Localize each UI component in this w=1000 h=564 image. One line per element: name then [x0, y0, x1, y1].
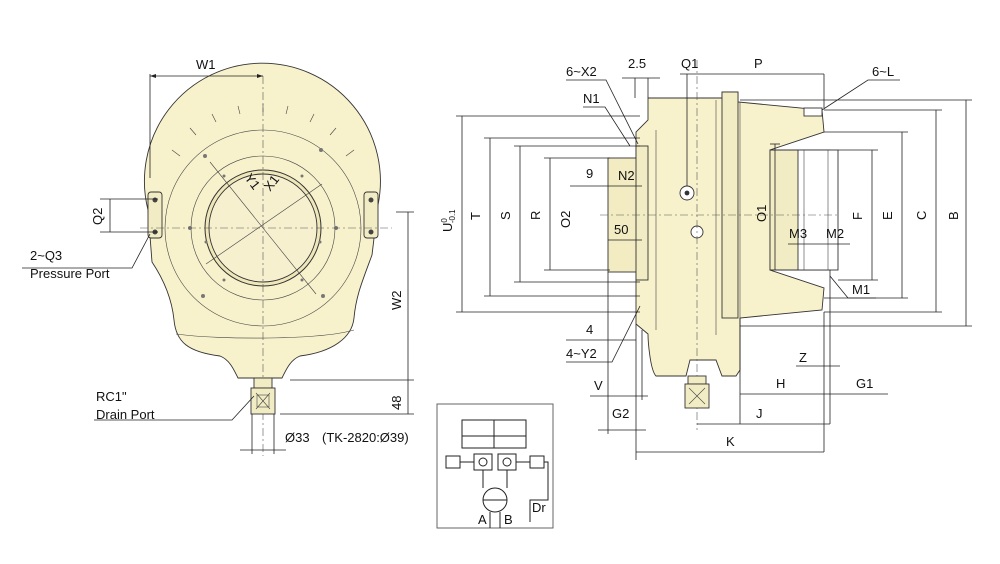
- label-o2: O2: [558, 211, 573, 228]
- dim-right: [740, 99, 972, 327]
- label-f: F: [850, 212, 865, 220]
- label-t: T: [468, 212, 483, 220]
- front-lower-band: [175, 329, 355, 339]
- label-l: 6~L: [872, 64, 894, 79]
- hydraulic-schematic: A B Dr: [436, 403, 554, 529]
- label-n1: N1: [583, 91, 600, 106]
- pressure-port-leader: [22, 233, 151, 269]
- label-b-port: B: [504, 512, 513, 527]
- label-q2: Q2: [90, 208, 105, 225]
- side-flange: [721, 91, 739, 319]
- m1-leader: [829, 275, 876, 299]
- side-bore-lip: [635, 145, 649, 281]
- label-drain-diameter: Ø33: [285, 430, 310, 445]
- label-dr: Dr: [532, 500, 546, 515]
- label-drain-diameter-note: (TK-2820:Ø39): [322, 430, 409, 445]
- drain-fitting: [250, 377, 276, 415]
- label-a: A: [478, 512, 487, 527]
- side-drain: [684, 375, 710, 409]
- label-2-5: 2.5: [628, 56, 646, 71]
- label-c: C: [914, 211, 929, 220]
- label-w1: W1: [196, 57, 216, 72]
- side-bolt: [803, 107, 823, 117]
- dim-left: [456, 115, 640, 313]
- label-pressure-port-count: 2~Q3: [30, 248, 62, 263]
- dim-w1: [149, 74, 263, 178]
- x1-line: [209, 161, 317, 295]
- label-9: 9: [586, 166, 593, 181]
- l-leader: [821, 79, 900, 111]
- front-bolt-holes: [188, 148, 338, 298]
- dim-w2: [280, 211, 414, 415]
- label-s: S: [498, 211, 513, 220]
- label-b: B: [946, 211, 961, 220]
- label-g1: G1: [856, 376, 873, 391]
- port-dot-1: [684, 190, 690, 196]
- schematic-check-1: [478, 457, 488, 467]
- y1-line: [205, 183, 323, 265]
- schematic-line-dr: [529, 461, 549, 522]
- label-u: U0-0.1: [440, 209, 457, 232]
- label-k: K: [726, 434, 735, 449]
- label-n2: N2: [618, 168, 635, 183]
- label-j: J: [756, 406, 763, 421]
- label-drain-name: Drain Port: [96, 407, 155, 422]
- front-port-bosses: [147, 191, 379, 239]
- label-m3: M3: [789, 226, 807, 241]
- label-48: 48: [389, 396, 404, 410]
- label-w2: W2: [389, 291, 404, 311]
- label-q1: Q1: [681, 56, 698, 71]
- label-50: 50: [614, 222, 628, 237]
- label-drain-size: RC1": [96, 389, 127, 404]
- drain-port-leader: [94, 395, 255, 421]
- dim-q2: [100, 198, 158, 233]
- n1-leader: [583, 106, 631, 147]
- label-g2: G2: [612, 406, 629, 421]
- label-z: Z: [799, 350, 807, 365]
- label-y2: 4~Y2: [566, 346, 597, 361]
- label-m1: M1: [852, 282, 870, 297]
- dim-drain-diameter: [240, 414, 286, 454]
- label-pressure-port-name: Pressure Port: [30, 266, 110, 281]
- label-o1: O1: [754, 205, 769, 222]
- side-view: 2.5 Q1 P 6~X2 N1 6~L N2 9 50: [440, 56, 972, 460]
- schematic-check-2: [502, 457, 512, 467]
- label-v: V: [594, 378, 603, 393]
- label-p: P: [754, 56, 763, 71]
- front-view: W1 Q2 Y1 X1 2~Q3 Pressure Port W2 48 RC1…: [22, 57, 414, 456]
- dim-top: [622, 73, 825, 186]
- label-h: H: [776, 376, 785, 391]
- schematic-frame: [436, 403, 554, 529]
- label-x2: 6~X2: [566, 64, 597, 79]
- side-sleeve: [797, 149, 839, 271]
- label-e: E: [880, 211, 895, 220]
- label-m2: M2: [826, 226, 844, 241]
- label-r: R: [528, 211, 543, 220]
- x2-leader: [566, 79, 639, 145]
- front-ribs: [171, 104, 355, 157]
- y2-leader: [566, 305, 641, 363]
- label-4: 4: [586, 322, 593, 337]
